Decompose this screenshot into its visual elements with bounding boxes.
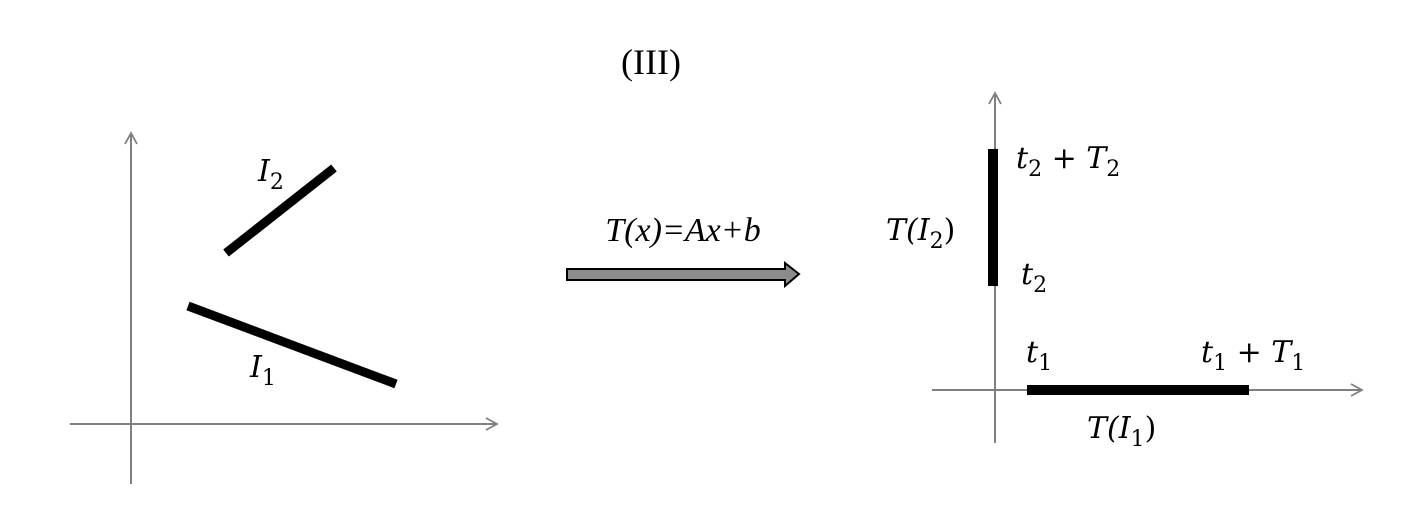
label-t1-plus-T1: t1 + T1 [1201, 335, 1305, 376]
left-coordinate-system: I2 I1 [70, 131, 499, 484]
label-t2-plus-T2: t2 + T2 [1016, 141, 1120, 182]
segment-I1 [186, 301, 398, 389]
transform-arrow: T(x)=Ax+b [566, 212, 801, 289]
right-coordinate-system: t2 + T2 T(I2) t2 t1 t1 + T1 T(I1) [886, 91, 1364, 452]
label-t2: t2 [1021, 257, 1047, 298]
label-t1: t1 [1026, 335, 1052, 376]
transform-label: T(x)=Ax+b [605, 212, 760, 249]
label-I2: I2 [257, 154, 284, 195]
label-I1: I1 [249, 350, 276, 391]
segment-I2 [223, 164, 337, 257]
arrow-shape [566, 260, 801, 289]
label-T-I1: T(I1) [1087, 411, 1156, 452]
figure-title: (III) [621, 42, 681, 82]
label-T-I2: T(I2) [886, 213, 955, 254]
